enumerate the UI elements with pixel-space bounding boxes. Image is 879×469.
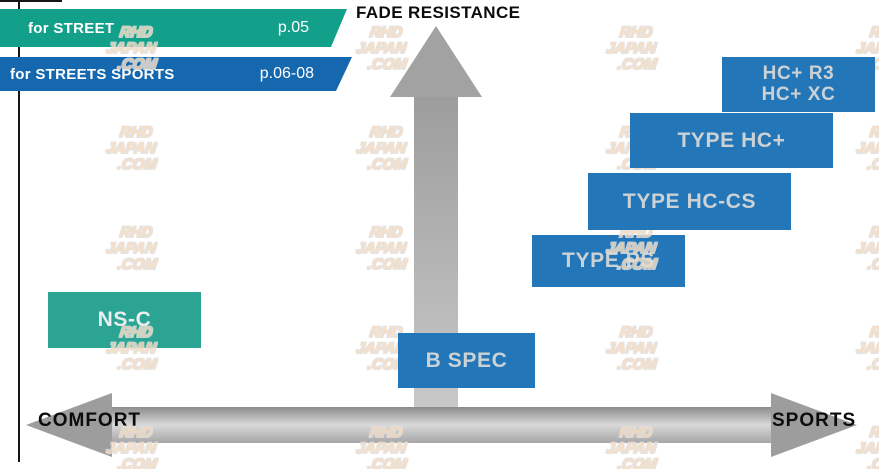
sports-label: SPORTS bbox=[772, 410, 857, 431]
legend-page-ref: p.05 bbox=[277, 19, 309, 36]
product-box-type-hc-cs: TYPE HC-CS bbox=[588, 173, 791, 230]
fade-resistance-label: FADE RESISTANCE bbox=[356, 3, 521, 22]
product-box-type-ps: TYPE PS bbox=[532, 235, 685, 287]
product-box-b-spec: B SPEC bbox=[398, 333, 535, 388]
top-edge-line bbox=[0, 0, 62, 2]
horizontal-axis-arrow bbox=[26, 393, 857, 457]
legend-page-ref: p.06-08 bbox=[259, 65, 314, 82]
legend-banner-for-street: for STREET p.05 bbox=[0, 9, 347, 47]
product-box-label: TYPE PS bbox=[562, 249, 655, 273]
product-box-label: NS-C bbox=[97, 308, 152, 332]
product-box-label: HC+ R3 bbox=[762, 62, 835, 84]
product-box-ns-c: NS-C bbox=[48, 292, 201, 348]
product-box-label: TYPE HC-CS bbox=[622, 189, 757, 213]
legend-label: for STREET bbox=[28, 19, 115, 37]
legend-label: for STREETS SPORTS bbox=[10, 65, 175, 83]
product-box-label: TYPE HC+ bbox=[677, 128, 786, 152]
product-box-type-hc: TYPE HC+ bbox=[630, 113, 833, 168]
legend-banner-for-streets-sports: for STREETS SPORTS p.06-08 bbox=[0, 57, 352, 91]
left-axis-line bbox=[18, 0, 20, 462]
comfort-label: COMFORT bbox=[38, 410, 142, 431]
product-box-label: HC+ XC bbox=[761, 83, 836, 105]
product-box-label: B SPEC bbox=[425, 348, 508, 372]
